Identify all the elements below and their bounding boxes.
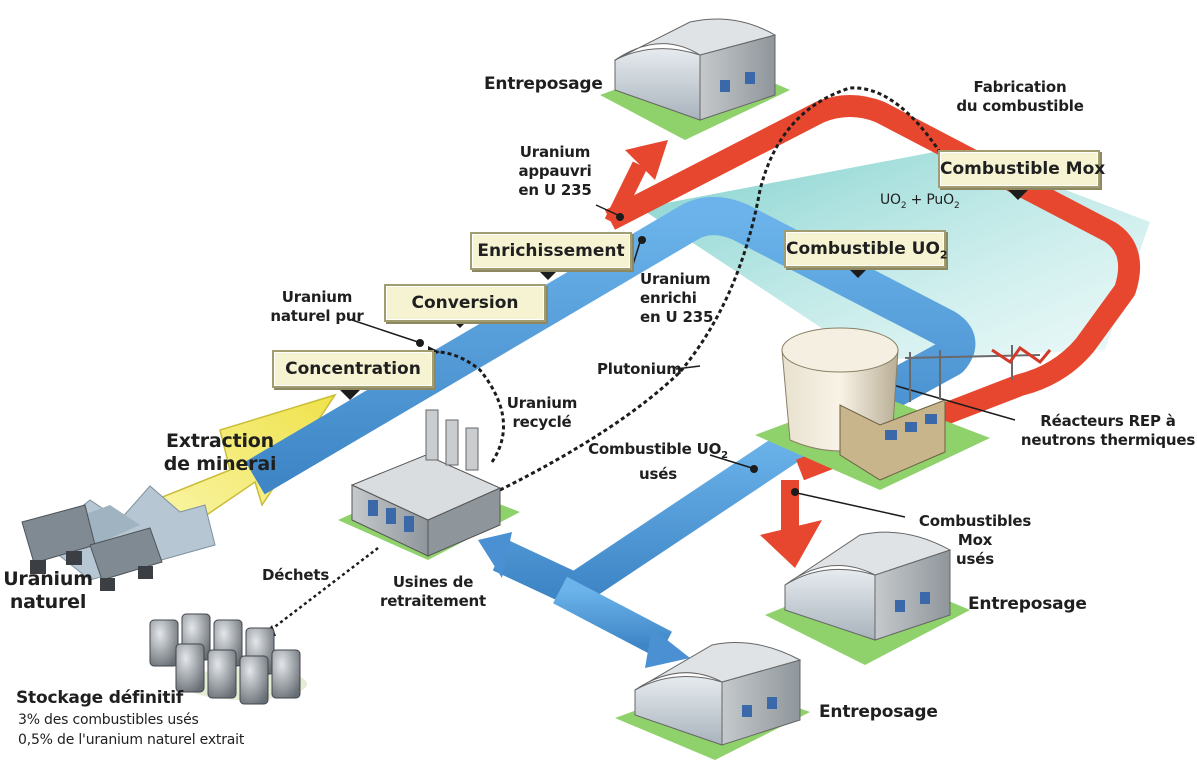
label-usines-l1: Usines de bbox=[392, 573, 474, 591]
label-rea-l2: neutrons thermiques bbox=[1020, 431, 1196, 449]
box-combustible-uo2: Combustible UO2 bbox=[784, 230, 948, 268]
label-reacteurs: Réacteurs REP à neutrons thermiques bbox=[1020, 412, 1196, 450]
red-arrowhead-spent-mox bbox=[760, 520, 822, 568]
barrels-icon bbox=[149, 613, 307, 705]
reprocessing-plant-icon bbox=[338, 409, 520, 560]
box-concentration: Concentration bbox=[272, 350, 434, 388]
red-flow-depleted bbox=[604, 161, 648, 226]
label-extraction-l2: de minerai bbox=[163, 453, 277, 475]
label-fab-l2: du combustible bbox=[956, 97, 1084, 115]
label-rea-l1: Réacteurs REP à bbox=[1040, 412, 1176, 430]
dot-enrichi bbox=[638, 236, 646, 244]
label-uranium-naturel: Uranium naturel bbox=[0, 568, 96, 614]
label-cmu-l1: Combustibles Mox bbox=[918, 512, 1032, 549]
label-ur-l1: Uranium bbox=[506, 394, 578, 412]
label-fab-l1: Fabrication bbox=[973, 78, 1067, 96]
dot-appauvri bbox=[616, 213, 624, 221]
label-ue-l2: enrichi bbox=[640, 289, 697, 307]
blue-arrowhead-reprocessing bbox=[478, 532, 512, 578]
spark-icon bbox=[991, 345, 1052, 365]
label-puo2: + PuO bbox=[906, 192, 954, 208]
blue-arrowhead-storage bbox=[645, 628, 690, 668]
mine-site bbox=[21, 485, 216, 591]
pointer-mox-uses bbox=[796, 492, 906, 518]
pointer-appauvri bbox=[595, 204, 621, 217]
recycled-uranium-path bbox=[429, 350, 505, 463]
label-dechets: Déchets bbox=[262, 566, 330, 584]
label-extraction: Extraction de minerai bbox=[150, 430, 290, 476]
power-line bbox=[904, 345, 1041, 402]
pointer-plutonium bbox=[675, 365, 701, 370]
label-entreposage-bottom: Entreposage bbox=[819, 702, 938, 722]
label-ua-l1: Uranium bbox=[519, 143, 591, 161]
label-ua-l3: en U 235 bbox=[518, 181, 592, 199]
marker-uo2 bbox=[848, 268, 868, 278]
marker-enrichissement bbox=[538, 270, 558, 280]
label-entreposage-top: Entreposage bbox=[484, 74, 603, 94]
marker-mox bbox=[1008, 190, 1028, 200]
label-cuo2u-l1: Combustible UO bbox=[588, 440, 722, 458]
box-uo2-sub: 2 bbox=[939, 248, 948, 262]
label-cuo2u-sub: 2 bbox=[721, 450, 728, 461]
plutonium-path bbox=[499, 86, 952, 492]
label-ue-l1: Uranium bbox=[640, 270, 711, 288]
label-uranium-recycle: Uranium recyclé bbox=[498, 394, 586, 432]
blue-flow-main bbox=[245, 197, 976, 495]
label-ue-l3: en U 235 bbox=[640, 308, 714, 326]
label-fabrication: Fabrication du combustible bbox=[950, 78, 1090, 116]
pointer-uranium-pur bbox=[351, 319, 419, 343]
label-combustible-uo2-uses: Combustible UO2 usés bbox=[588, 440, 728, 484]
reactor-icon bbox=[755, 327, 990, 490]
dot-uranium-pur bbox=[416, 339, 424, 347]
red-flow-mox bbox=[604, 95, 1141, 481]
label-uranium-enrichi: Uranium enrichi en U 235 bbox=[640, 270, 730, 327]
box-uo2-text: Combustible UO bbox=[786, 239, 940, 259]
label-stockage-line1: 3% des combustibles usés bbox=[18, 712, 199, 728]
label-cuo2u-l2: usés bbox=[639, 465, 677, 483]
box-enrichissement: Enrichissement bbox=[470, 232, 632, 270]
label-cmu-l2: usés bbox=[956, 550, 994, 568]
label-unp-l2: naturel pur bbox=[270, 307, 364, 325]
label-extraction-l1: Extraction bbox=[166, 430, 274, 452]
label-uranium-appauvri: Uranium appauvri en U 235 bbox=[508, 143, 602, 200]
waste-path bbox=[267, 547, 379, 633]
label-ua-l2: appauvri bbox=[518, 162, 592, 180]
label-stockage-title: Stockage définitif bbox=[16, 688, 184, 708]
label-uranium-naturel-pur: Uranium naturel pur bbox=[262, 288, 372, 326]
marker-concentration bbox=[340, 390, 360, 400]
label-stockage-line2: 0,5% de l'uranium naturel extrait bbox=[18, 732, 245, 748]
label-plutonium: Plutonium bbox=[597, 360, 682, 378]
dot-mox-uses bbox=[791, 488, 799, 496]
label-unp-l1: Uranium bbox=[281, 288, 353, 306]
label-uranium-naturel-l2: naturel bbox=[9, 591, 87, 613]
box-conversion: Conversion bbox=[384, 284, 546, 322]
pointer-uo2-uses bbox=[709, 454, 753, 469]
label-combustibles-mox-uses: Combustibles Mox usés bbox=[900, 512, 1050, 569]
label-uo2: UO bbox=[880, 192, 901, 208]
blue-flow-to-bottom-storage bbox=[553, 576, 672, 659]
label-usines-l2: retraitement bbox=[380, 592, 486, 610]
warehouse-bottom-icon bbox=[615, 642, 810, 760]
warehouse-right-icon bbox=[765, 531, 970, 665]
dot-uo2-uses bbox=[750, 465, 758, 473]
box-combustible-mox: Combustible Mox bbox=[938, 150, 1105, 188]
label-uo2-sub: 2 bbox=[900, 200, 907, 211]
label-usines: Usines de retraitement bbox=[378, 573, 488, 611]
red-arrowhead-depleted bbox=[625, 140, 668, 180]
label-uranium-naturel-l1: Uranium bbox=[3, 568, 93, 590]
label-ur-l2: recyclé bbox=[512, 413, 572, 431]
label-puo2-sub: 2 bbox=[953, 200, 960, 211]
warehouse-top-icon bbox=[600, 18, 790, 140]
pointer-enrichi bbox=[631, 241, 641, 269]
label-entreposage-right: Entreposage bbox=[968, 594, 1087, 614]
label-uo2-puo2: UO2 + PuO2 bbox=[880, 192, 960, 215]
